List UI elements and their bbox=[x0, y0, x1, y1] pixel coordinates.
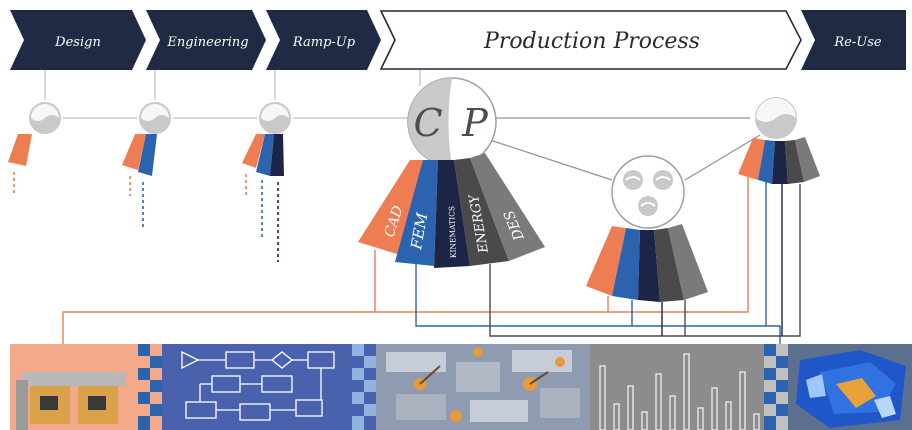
domain-label-kinematics: KINEMATICS bbox=[447, 206, 458, 258]
phase-chevron-engineering bbox=[146, 10, 266, 70]
reuse-node bbox=[738, 95, 820, 184]
domain-fan bbox=[358, 153, 545, 268]
phase-label-production-process: Production Process bbox=[483, 29, 700, 54]
cp-letter-p: P bbox=[461, 101, 489, 145]
phase-chevron-design bbox=[10, 10, 146, 70]
domain-visual-strip bbox=[10, 344, 912, 430]
fan-segment-energy bbox=[454, 158, 509, 266]
fan-segment-des bbox=[470, 153, 545, 261]
routing-lines bbox=[62, 176, 801, 344]
phase-chevron-re-use bbox=[801, 10, 906, 70]
phase-label-engineering: Engineering bbox=[166, 35, 248, 50]
phase-chevron-production-process bbox=[379, 10, 802, 70]
production-node: C P CAD FEM KINEMATICS ENERGY DES bbox=[358, 77, 545, 268]
fan-segment-kinematics bbox=[434, 160, 470, 268]
phase-label-re-use: Re-Use bbox=[833, 35, 882, 50]
phase-label-ramp-up: Ramp-Up bbox=[292, 35, 356, 50]
phase-chevron-ramp-up bbox=[266, 10, 381, 70]
cp-letter-c: C bbox=[413, 101, 442, 145]
bar-visual bbox=[590, 344, 764, 430]
phase-node-engineering bbox=[122, 100, 173, 230]
phase-label-design: Design bbox=[54, 35, 101, 50]
phase-node-design bbox=[8, 100, 63, 196]
cad-visual bbox=[10, 344, 138, 430]
phase-bar: Design Engineering Ramp-Up Production Pr… bbox=[10, 10, 906, 70]
cp-circle-shade bbox=[408, 78, 452, 166]
coupling-node bbox=[586, 155, 708, 302]
phase-node-ramp-up bbox=[242, 100, 293, 262]
fan-segment-fem bbox=[395, 160, 438, 266]
connector-lines bbox=[44, 70, 761, 181]
